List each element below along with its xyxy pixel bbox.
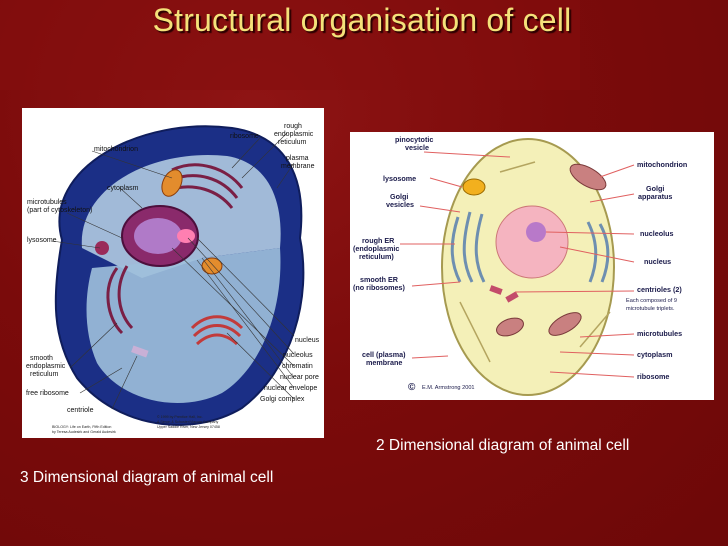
label-centrioles-2: Each composed of 9: [626, 298, 677, 304]
label-microtubules-2: (part of cytoskeleton): [27, 207, 92, 214]
label-smooth-er: smooth: [30, 355, 53, 362]
label-nuclear-pore: nuclear pore: [280, 374, 319, 381]
label-lysosome-2d: lysosome: [383, 174, 416, 183]
label-cell-membrane-2: membrane: [366, 358, 402, 367]
credits-3d: © 1999 by Prentice Hall, Inc. A Simon & …: [52, 415, 220, 434]
label-smooth-er-2d-2: (no ribosomes): [353, 283, 406, 292]
centrioles-2d: [489, 285, 519, 303]
label-nucleus: nucleus: [295, 337, 320, 344]
nucleus-interior: [134, 218, 182, 254]
lysosome-shape-2d: [462, 178, 486, 196]
label-rough-er-3: reticulum: [278, 139, 307, 146]
label-cell-membrane: cell (plasma): [362, 350, 406, 359]
label-rough-er-2d-2: (endoplasmic: [353, 244, 399, 253]
label-ribosome: ribosome: [230, 133, 259, 140]
credit-line-5: by Teresa Audesirk and Gerald Audesirk: [52, 430, 116, 434]
label-pinocytotic-2: vesicle: [405, 143, 429, 152]
label-golgi-apparatus-2: apparatus: [638, 192, 672, 201]
label-credit-2d: E.M. Armstrong 2001: [422, 385, 475, 391]
label-smooth-er-2: endoplasmic: [26, 363, 66, 370]
caption-3d-diagram: 3 Dimensional diagram of animal cell: [20, 469, 274, 486]
label-nucleus-2d: nucleus: [644, 257, 671, 266]
labels-2d-small: Each composed of 9 microtubule triplets.…: [422, 298, 677, 391]
label-microtubules-2d: microtubules: [637, 329, 682, 338]
centriole-shape: [131, 345, 149, 358]
rough-er-2d: [450, 211, 610, 283]
label-plasma-2: membrane: [281, 163, 315, 170]
label-golgi-complex: Golgi complex: [260, 396, 305, 403]
golgi-complex-shape: [190, 315, 244, 346]
label-rough-er-2: endoplasmic: [274, 131, 314, 138]
nucleolus-shape-2d: [526, 222, 546, 242]
label-arrows-2d: [400, 151, 635, 378]
label-centrioles-3: microtubule triplets.: [626, 306, 675, 312]
label-microtubules: microtubules: [27, 199, 67, 206]
labels-3d: rough endoplasmic reticulum ribosome mit…: [26, 123, 320, 414]
cell-2d-illustration: pinocytotic vesicle lysosome Golgi vesic…: [353, 135, 687, 396]
label-nuclear-envelope: nuclear envelope: [264, 385, 317, 392]
slide-title: Structural organisation of cell: [152, 2, 572, 38]
nucleus-shape-2d: [495, 205, 569, 279]
credit-line-2: A Simon & Schuster/Viacom Company: [157, 420, 218, 424]
label-nucleolus: nucleolus: [283, 352, 313, 359]
title-band: [0, 0, 580, 90]
label-rough-er-2d-3: reticulum): [359, 252, 394, 261]
label-free-ribosome: free ribosome: [26, 390, 69, 397]
caption-2d-diagram: 2 Dimensional diagram of animal cell: [376, 437, 630, 454]
mitochondrion-shape-2d-c: [548, 312, 582, 336]
label-mitochondrion-2d: mitochondrion: [637, 160, 687, 169]
label-mitochondrion: mitochondrion: [94, 146, 138, 153]
mitochondrion-shape-2d-b: [496, 317, 524, 337]
label-smooth-er-3: reticulum: [30, 371, 59, 378]
animal-cell-2d-diagram: pinocytotic vesicle lysosome Golgi vesic…: [350, 132, 714, 400]
credit-line-3: Upper Saddle River, New Jersey 07458: [157, 425, 220, 429]
label-cytoplasm-2d: cytoplasm: [637, 350, 673, 359]
label-centriole: centriole: [67, 407, 94, 414]
label-nucleolus-2d: nucleolus: [640, 229, 674, 238]
label-rough-er: rough: [284, 123, 302, 130]
labels-2d: pinocytotic vesicle lysosome Golgi vesic…: [353, 135, 687, 381]
label-ribosome-2d: ribosome: [637, 372, 669, 381]
microtubules-2d: [459, 161, 611, 363]
animal-cell-3d-diagram: rough endoplasmic reticulum ribosome mit…: [22, 108, 324, 438]
label-smooth-er-2d: smooth ER: [360, 275, 399, 284]
credit-line-1: © 1999 by Prentice Hall, Inc.: [157, 415, 203, 419]
label-golgi-vesicles: Golgi: [390, 192, 408, 201]
label-chromatin: chromatin: [282, 363, 313, 370]
copyright-symbol: ©: [408, 382, 416, 393]
cytoplasm-lower-face: [86, 248, 281, 403]
label-golgi-vesicles-2: vesicles: [386, 200, 414, 209]
label-plasma: plasma: [286, 155, 309, 162]
label-pinocytotic: pinocytotic: [395, 135, 433, 144]
nucleolus-shape: [177, 229, 195, 243]
credit-line-4: BIOLOGY: Life on Earth, Fifth Edition: [52, 425, 111, 429]
label-golgi-apparatus: Golgi: [646, 184, 664, 193]
label-cytoplasm: cytoplasm: [107, 185, 139, 192]
label-centrioles: centrioles (2): [637, 285, 682, 294]
label-lysosome: lysosome: [27, 237, 57, 244]
label-leader-lines-3d: [51, 132, 295, 410]
cell-3d-illustration: rough endoplasmic reticulum ribosome mit…: [26, 123, 320, 434]
label-rough-er-2d: rough ER: [362, 236, 395, 245]
lysosome-shape: [95, 241, 109, 255]
mitochondrion-shape-2d: [569, 163, 607, 191]
